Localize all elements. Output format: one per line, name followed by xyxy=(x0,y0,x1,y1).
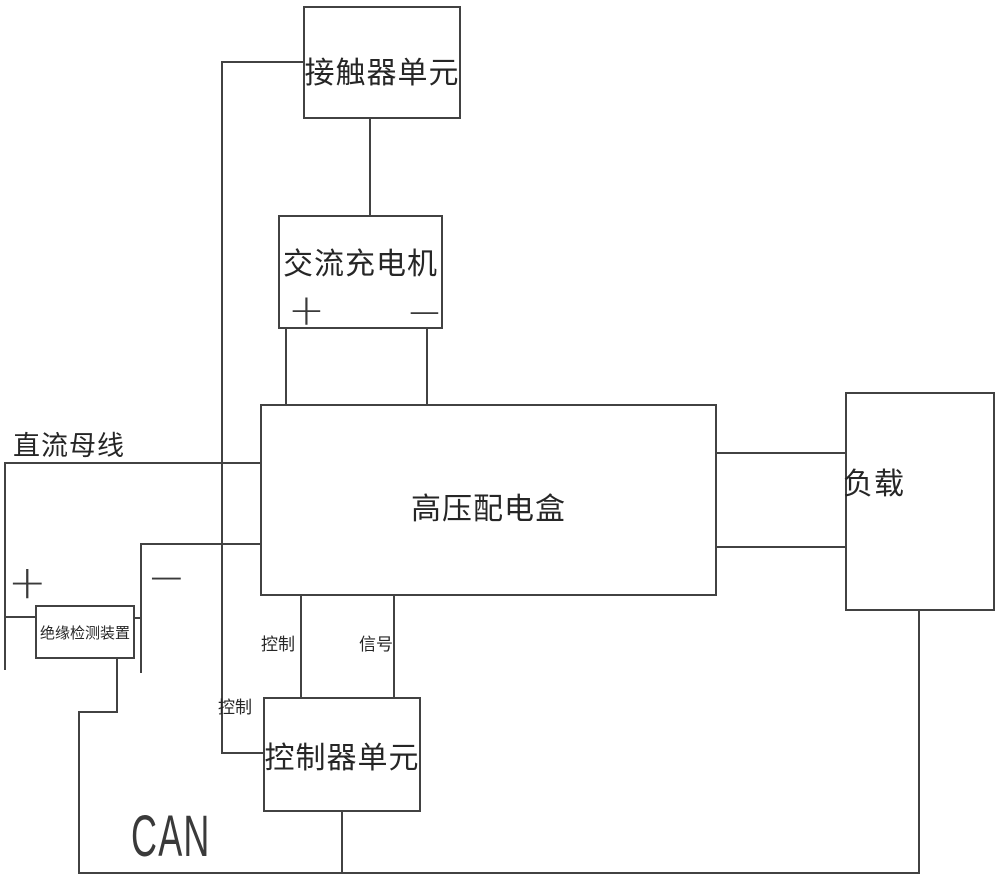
block-ac-charger: 交流充电机 + − xyxy=(278,215,443,335)
block-controller-unit: 控制器单元 xyxy=(263,697,421,812)
control-wire-label: 控制 xyxy=(261,635,295,655)
block-insulation-detector: 绝缘检测装置 xyxy=(35,605,135,659)
insulation-detector-label: 绝缘检测装置 xyxy=(39,623,130,642)
hv-distribution-box-label: 高压配电盒 xyxy=(411,492,566,527)
wire-control-to-controller xyxy=(221,752,263,754)
dc-bus-minus-symbol: − xyxy=(147,550,186,604)
wire-hv-to-load-top xyxy=(716,452,845,454)
load-label: 负载 xyxy=(843,467,905,502)
wire-dc-bus-positive-h xyxy=(5,462,260,464)
wire-charger-minus-down xyxy=(426,328,428,404)
wire-contactor-control-h xyxy=(222,61,303,63)
block-load: 负载 xyxy=(843,392,995,611)
wire-contactor-to-charger xyxy=(369,118,371,215)
wire-insulation-step-h xyxy=(78,711,118,713)
wire-hv-to-load-bottom xyxy=(716,546,845,548)
wire-controller-down xyxy=(341,811,343,874)
wire-dc-bus-positive-v xyxy=(4,462,6,670)
wire-hv-signal-down xyxy=(393,595,395,697)
charger-plus-symbol: + xyxy=(288,285,325,336)
controller-unit-label: 控制器单元 xyxy=(264,740,420,776)
signal-wire-label: 信号 xyxy=(359,635,393,655)
dc-bus-label: 直流母线 xyxy=(13,431,125,462)
wire-insulation-left-stub xyxy=(5,616,35,618)
wire-hv-control-down xyxy=(300,595,302,697)
wire-control-vertical xyxy=(221,61,223,754)
wire-charger-plus-down xyxy=(285,328,287,404)
can-bus-label: CAN xyxy=(131,804,211,869)
charger-minus-symbol: − xyxy=(406,287,443,338)
control-left-wire-label: 控制 xyxy=(218,698,252,718)
block-contactor-unit: 接触器单元 xyxy=(303,6,461,119)
wire-dc-bus-negative-v xyxy=(140,543,142,673)
ac-charger-label: 交流充电机 xyxy=(283,247,438,282)
wire-dc-bus-negative-h xyxy=(140,543,260,545)
wire-can-bus xyxy=(78,872,920,874)
dc-bus-plus-symbol: + xyxy=(8,555,47,609)
contactor-unit-label: 接触器单元 xyxy=(304,55,460,91)
wire-insulation-down xyxy=(116,658,118,713)
block-hv-distribution-box: 高压配电盒 xyxy=(260,404,717,596)
wire-insulation-right-stub xyxy=(134,617,141,619)
wire-load-down xyxy=(918,610,920,874)
wire-insulation-step-v xyxy=(78,711,80,874)
